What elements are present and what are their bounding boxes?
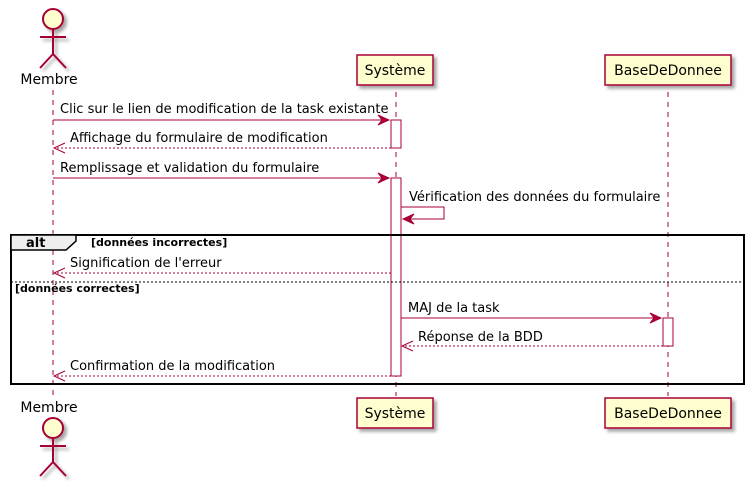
participant-systeme-bottom bbox=[356, 397, 434, 429]
participant-systeme-top-label: Système bbox=[365, 63, 426, 79]
participant-bdd-top bbox=[604, 54, 732, 86]
activation-systeme-2 bbox=[390, 177, 402, 377]
arrowhead-7 bbox=[400, 340, 414, 352]
message-label-6: MAJ de la task bbox=[408, 301, 500, 316]
arrowhead-3 bbox=[377, 172, 391, 184]
message-label-4: Vérification des données du formulaire bbox=[409, 190, 660, 205]
arrowhead-6 bbox=[649, 312, 663, 324]
message-arrow-4 bbox=[401, 206, 445, 220]
participant-bdd-top-label: BaseDeDonnee bbox=[614, 63, 722, 79]
activation-bdd bbox=[662, 317, 674, 347]
alt-fragment bbox=[10, 234, 745, 385]
message-label-7: Réponse de la BDD bbox=[418, 330, 543, 345]
message-label-5: Signification de l'erreur bbox=[70, 256, 222, 271]
actor-membre-bottom-label: Membre bbox=[20, 400, 77, 416]
arrowhead-2 bbox=[52, 142, 66, 154]
actor-membre-bottom bbox=[39, 417, 67, 477]
participant-systeme-top bbox=[356, 54, 434, 86]
message-label-2: Affichage du formulaire de modification bbox=[70, 131, 328, 146]
actor-membre-top bbox=[39, 8, 67, 69]
arrowhead-5 bbox=[52, 267, 66, 279]
participant-systeme-bottom-label: Système bbox=[365, 406, 426, 422]
arrowhead-4 bbox=[401, 213, 415, 225]
participant-bdd-bottom-label: BaseDeDonnee bbox=[614, 406, 722, 422]
arrowhead-1 bbox=[377, 114, 391, 126]
actor-membre-top-label: Membre bbox=[20, 72, 77, 88]
alt-guard-2: [données correctes] bbox=[15, 282, 140, 295]
alt-guard-1: [données incorrectes] bbox=[91, 236, 227, 249]
message-label-3: Remplissage et validation du formulaire bbox=[60, 161, 319, 176]
participant-bdd-bottom bbox=[604, 397, 732, 429]
alt-keyword: alt bbox=[26, 236, 45, 251]
message-label-1: Clic sur le lien de modification de la t… bbox=[60, 102, 388, 117]
alt-fragment-tab bbox=[10, 234, 77, 251]
message-label-8: Confirmation de la modification bbox=[70, 359, 275, 374]
activation-systeme-1 bbox=[390, 119, 402, 149]
arrowhead-8 bbox=[52, 370, 66, 382]
